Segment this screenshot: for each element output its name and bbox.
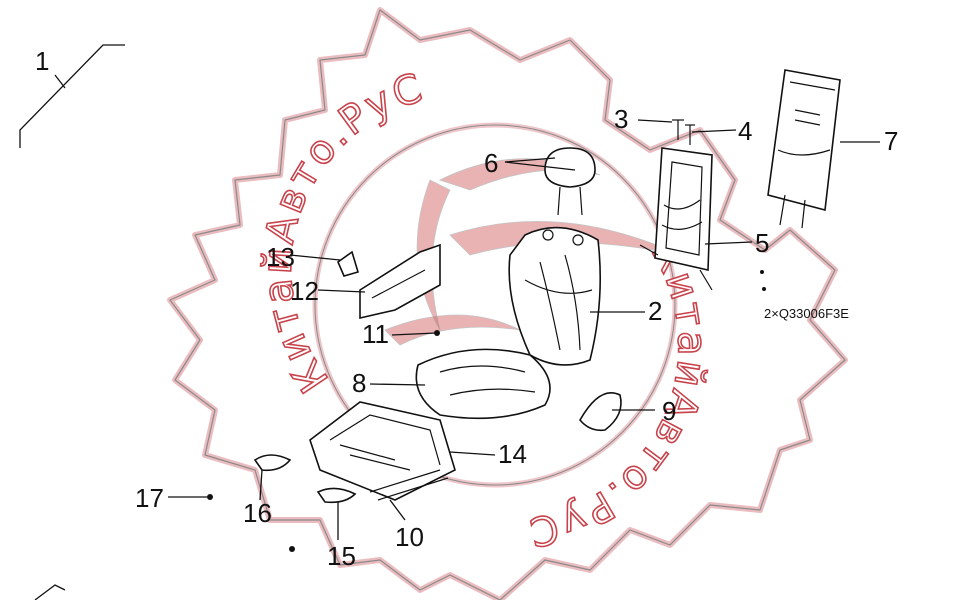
side-trim-icon [359, 243, 441, 320]
screw-loose-icon [289, 546, 295, 552]
callout-4: 4 [738, 116, 752, 146]
callout-9: 9 [662, 396, 676, 426]
leader-1-tick [54, 74, 66, 89]
screw-11-icon [434, 330, 440, 336]
screw-4-icon [685, 124, 695, 145]
callout-12: 12 [290, 276, 319, 306]
callout-8: 8 [352, 368, 366, 398]
callout-10: 10 [395, 522, 424, 552]
callout-5: 5 [755, 228, 769, 258]
callout-17: 17 [135, 483, 164, 513]
fastener-note: 2×Q33006F3E [764, 306, 849, 321]
callout-7: 7 [884, 126, 898, 156]
seat-track-icon [369, 469, 449, 501]
seat-back-frame-icon [639, 147, 713, 291]
leader-1 [19, 44, 125, 148]
bracket-13-icon [337, 250, 359, 277]
callout-11: 11 [362, 319, 389, 349]
note-dot-icon [760, 270, 764, 274]
screw-3-icon [672, 119, 684, 140]
cover-9-icon [579, 392, 622, 432]
screw-17-icon [207, 494, 213, 500]
leader-lines [168, 119, 880, 540]
seat-back-icon [508, 226, 602, 366]
callout-13: 13 [266, 242, 295, 272]
callout-2: 2 [648, 296, 662, 326]
callout-16: 16 [243, 498, 272, 528]
callout-3: 3 [614, 104, 628, 134]
callout-1: 1 [35, 46, 49, 76]
headrest-icon [544, 147, 596, 216]
back-panel-icon [767, 69, 841, 229]
seat-frame-icon [309, 401, 456, 501]
clip-16-icon [253, 454, 292, 472]
callout-15: 15 [327, 541, 356, 571]
note-dot-icon [762, 287, 766, 291]
seat-cushion-icon [415, 348, 551, 420]
callout-6: 6 [484, 148, 498, 178]
callout-14: 14 [498, 439, 527, 469]
clip-15-icon [316, 487, 357, 504]
corner-mark-icon [34, 584, 66, 600]
